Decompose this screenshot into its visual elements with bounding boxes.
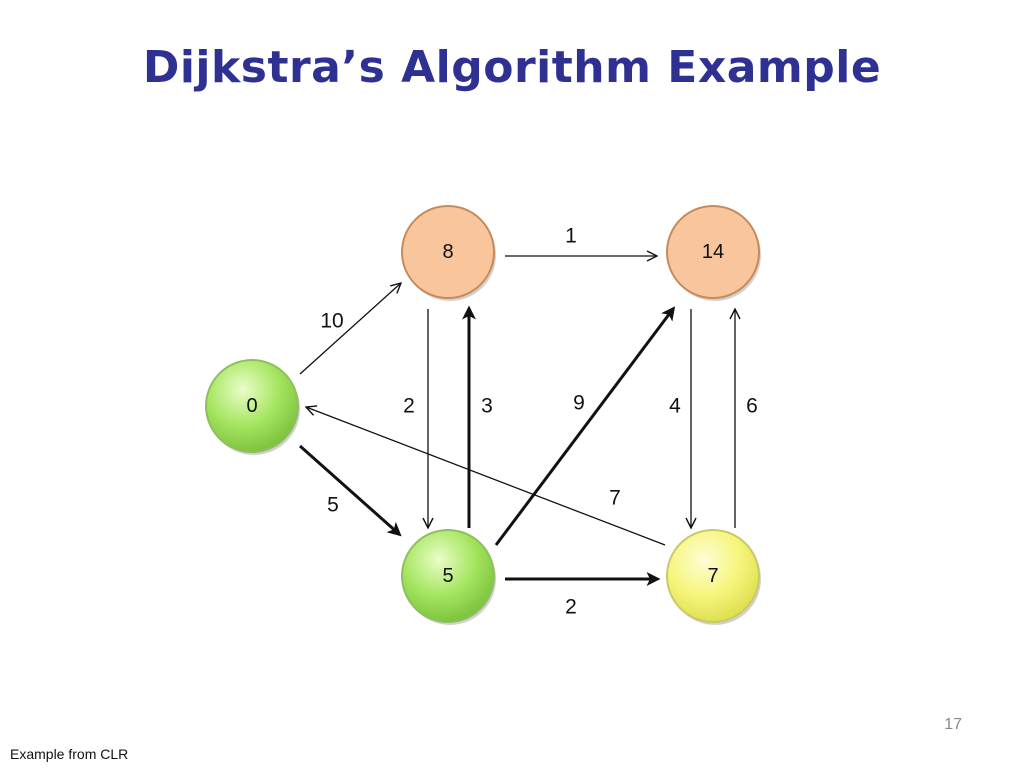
node-circle <box>401 529 495 623</box>
node-circle <box>205 359 299 453</box>
slide-number: 17 <box>944 716 962 733</box>
edge-weight-y-t: 3 <box>481 395 493 418</box>
node-z: 7 <box>666 529 761 625</box>
edge-z-s <box>306 407 666 546</box>
node-label: 5 <box>442 565 453 587</box>
edge-weight-z-x: 6 <box>746 395 758 418</box>
node-label: 0 <box>246 395 257 417</box>
edge-s-y <box>299 444 402 537</box>
node-x: 14 <box>666 205 761 301</box>
edge-weight-x-z: 4 <box>669 395 681 418</box>
node-t: 8 <box>401 205 496 301</box>
edge-weight-t-x: 1 <box>565 225 577 248</box>
node-label: 7 <box>707 565 718 587</box>
edge-weight-y-z: 2 <box>565 596 577 619</box>
node-circle <box>401 205 495 299</box>
edge-weight-s-y: 5 <box>327 494 339 517</box>
edge-s-t <box>299 283 401 375</box>
footnote: Example from CLR <box>10 746 129 762</box>
node-y: 5 <box>401 529 496 625</box>
slide-title: Dijkstra’s Algorithm Example <box>142 42 882 93</box>
edge-weight-t-y: 2 <box>403 395 415 418</box>
node-circle <box>666 205 760 299</box>
edge-labels-layer: 10 5 1 2 3 9 2 4 6 7 <box>320 225 758 619</box>
edges-layer <box>299 256 735 586</box>
edge-weight-s-t: 10 <box>320 310 343 333</box>
edge-weight-z-s: 7 <box>609 487 621 510</box>
node-label: 8 <box>442 241 453 263</box>
node-label: 14 <box>702 241 724 263</box>
edge-y-x <box>494 306 676 546</box>
node-circle <box>666 529 760 623</box>
edge-weight-y-x: 9 <box>573 392 585 415</box>
node-s: 0 <box>205 359 300 455</box>
